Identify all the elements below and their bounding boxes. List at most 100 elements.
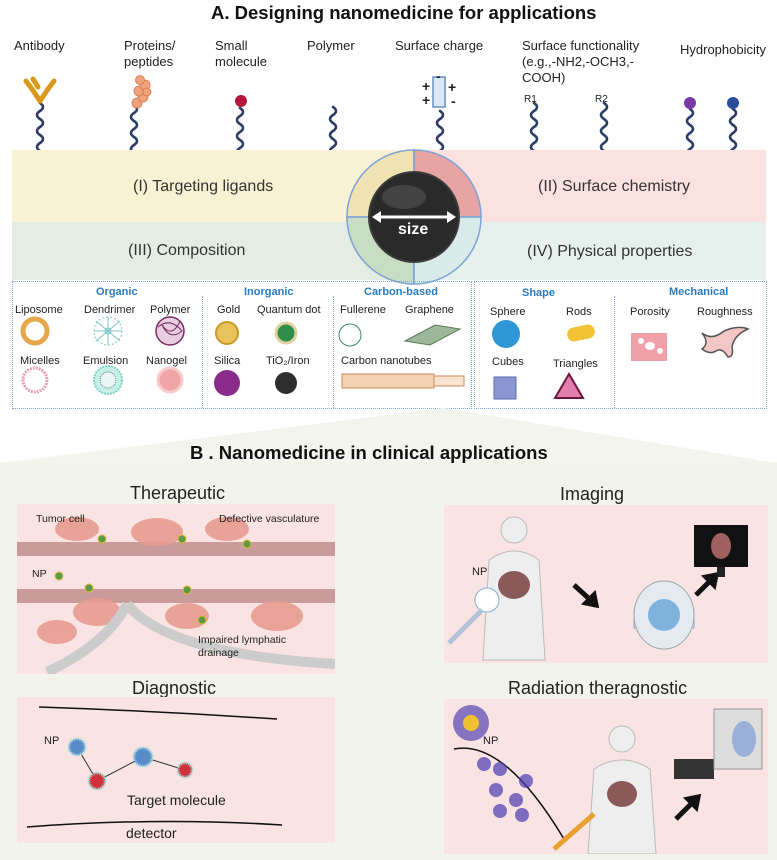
radiation-np-label: NP [483,735,499,747]
label-hydrophobicity: Hydrophobicity [680,42,766,57]
heading-organic: Organic [96,286,138,298]
therapeutic-illustration [17,517,335,674]
item-nanogel: Nanogel [146,355,187,367]
silica-icon [214,370,240,396]
item-cubes: Cubes [492,356,524,368]
triangle-icon [553,372,585,399]
dendrimer-icon [93,316,123,346]
item-dendrimer: Dendrimer [84,304,136,316]
label-sf-line1: Surface functionality [522,38,640,53]
label-surface-functionality: Surface functionality (e.g.,-NH2,-OCH3,-… [522,38,639,86]
divider-3 [614,296,615,408]
rod-icon [567,324,595,342]
diagnostic-np-label: NP [44,735,60,747]
composition-box [12,281,472,409]
tio2-icon [275,372,297,394]
item-carbon-nanotubes: Carbon nanotubes [341,355,432,367]
sphere-icon [492,320,520,348]
protein-icon [129,75,152,153]
imaging-title: Imaging [560,484,625,504]
r1-label: R1 [524,94,537,105]
nanotube-icon [341,373,435,389]
diagnostic-illustration [26,706,283,828]
item-tio2-iron: TiO₂/Iron [266,355,310,367]
diagnostic-panel [17,697,335,843]
radiation-illustration [453,705,763,854]
tumor-cell-label: Tumor cell [36,513,85,525]
quantum-dot-icon [274,321,298,345]
label-antibody: Antibody [14,38,65,53]
section-b-title: B . Nanomedicine in clinical application… [190,442,548,463]
size-label: size [398,221,429,238]
physical-box [474,281,767,409]
cube-icon [493,376,517,400]
item-triangles: Triangles [553,358,598,370]
defective-label: Defective vasculature [219,513,320,525]
section-a-title: A. Designing nanomedicine for applicatio… [211,2,597,23]
band-label-targeting: (I) Targeting ligands [133,178,274,195]
heading-inorganic: Inorganic [244,286,294,298]
charge-minus-1: - [436,68,441,84]
surface-functionality-icon [529,101,609,153]
item-fullerene: Fullerene [340,304,386,316]
item-silica: Silica [214,355,241,367]
small-molecule-icon [235,95,247,153]
charge-plus-3: + [422,92,431,108]
band-composition [12,222,414,280]
item-quantum-dot: Quantum dot [257,304,321,316]
item-sphere: Sphere [490,306,526,318]
radiation-title: Radiation theragnostic [508,678,688,698]
imaging-illustration [447,516,748,661]
ligand-icons [23,75,739,153]
therapeutic-title: Therapeutic [130,483,226,503]
antibody-icon [23,76,57,153]
item-rods: Rods [566,306,592,318]
band-label-surface: (II) Surface chemistry [538,178,691,195]
lymphatic-line2: drainage [198,647,239,659]
charge-minus-2: - [451,93,456,109]
label-surface-charge: Surface charge [395,38,484,53]
diagnostic-title: Diagnostic [132,678,217,698]
band-label-physical: (IV) Physical properties [527,243,693,260]
charge-plus-1: + [422,78,431,94]
label-sf-line2: (e.g.,-NH2,-OCH3,- [522,54,634,69]
micelle-icon [21,366,49,394]
liposome-icon [20,316,50,346]
hydrophobicity-icon [684,97,739,153]
detector-label: detector [126,825,177,841]
gold-icon [215,321,239,345]
item-roughness: Roughness [697,306,753,318]
band-label-composition: (III) Composition [128,242,246,259]
patient-figure-1 [482,516,546,661]
polymer-icon [328,105,338,153]
target-molecule-label: Target molecule [127,792,226,808]
charge-plus-2: + [448,79,457,95]
fullerene-icon [338,323,362,347]
item-liposome: Liposome [15,304,63,316]
lymphatic-label: Impaired lymphatic drainage [198,634,286,660]
nanogel-icon [156,366,184,394]
label-small-molecule: Small molecule [215,38,267,70]
divider-1 [202,296,203,408]
divider-2 [333,296,334,408]
composition-icons [20,316,750,400]
item-micelles: Micelles [20,355,60,367]
label-small-line1: Small [215,38,248,53]
label-proteins-line1: Proteins/ [124,38,176,53]
graphene-icon [403,324,462,346]
r2-label: R2 [595,94,608,105]
item-graphene: Graphene [405,304,454,316]
item-emulsion: Emulsion [83,355,129,367]
therapeutic-np-label: NP [32,568,47,580]
size-circle [346,149,482,285]
label-small-line2: molecule [215,54,268,69]
label-sf-line3: COOH) [522,70,566,85]
label-polymer: Polymer [307,38,355,53]
item-porosity: Porosity [630,306,670,318]
heading-shape: Shape [522,287,556,299]
item-polymer: Polymer [150,304,191,316]
lymphatic-line1: Impaired lymphatic [198,634,287,646]
heading-mechanical: Mechanical [669,286,729,298]
surface-charge-icon [432,76,446,153]
imaging-np-label: NP [472,566,488,578]
